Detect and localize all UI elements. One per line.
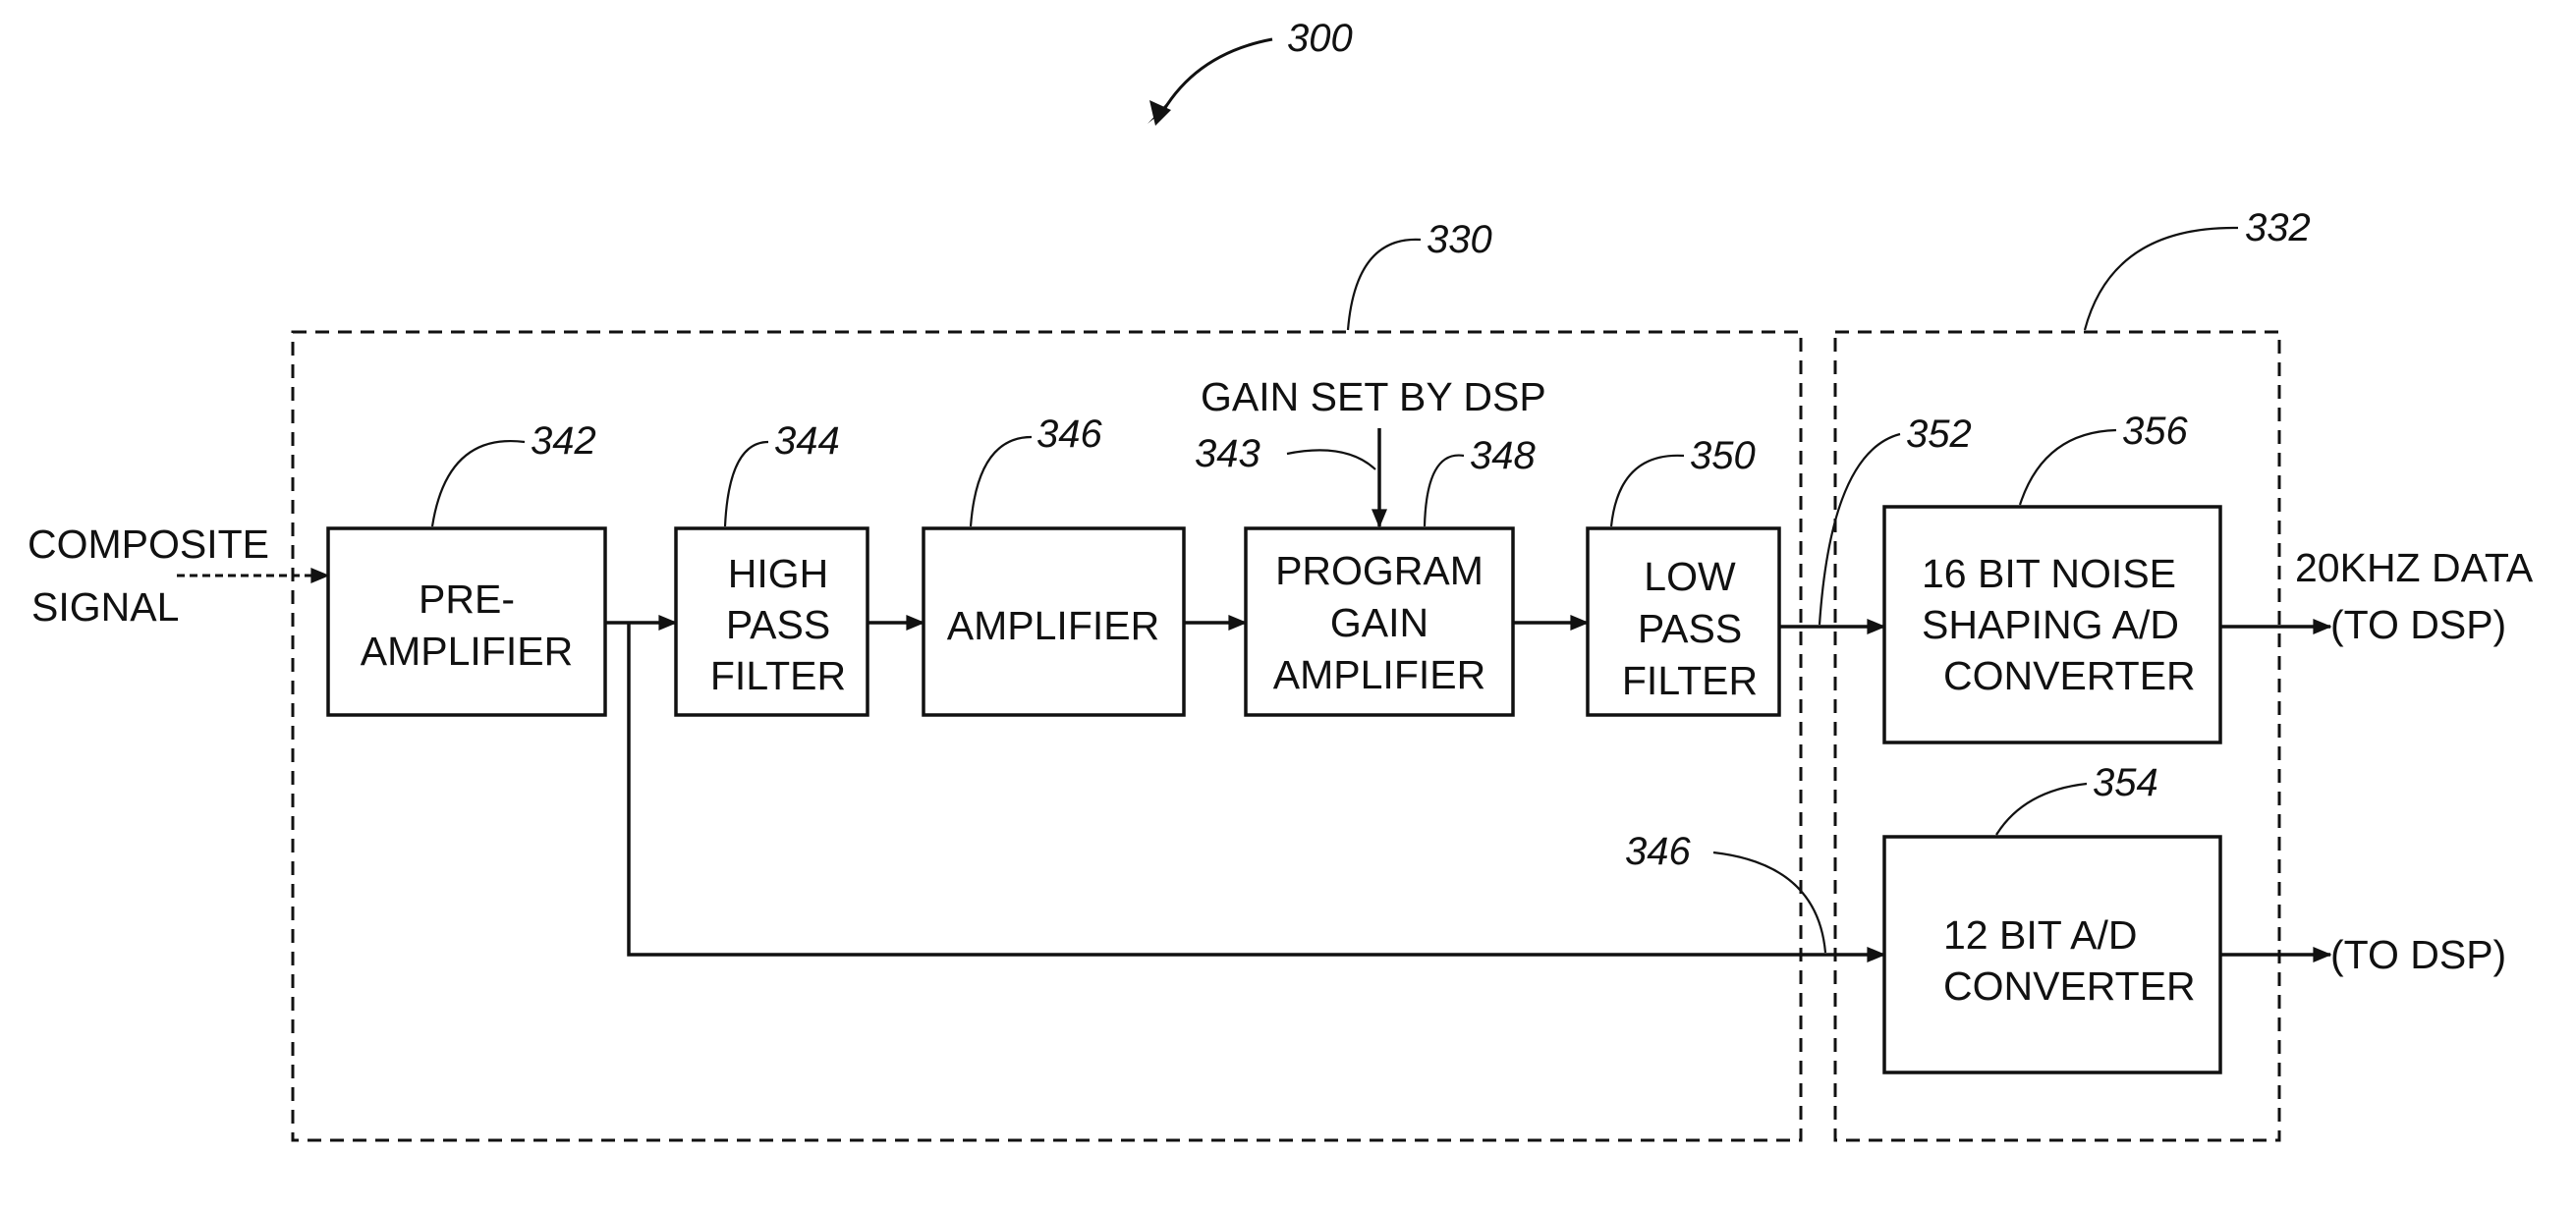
high-pass-filter-label-3: FILTER <box>710 653 846 698</box>
composite-signal-label-1: COMPOSITE <box>28 522 269 567</box>
program-gain-amplifier-label-3: AMPLIFIER <box>1273 652 1485 697</box>
adc12-label-2: CONVERTER <box>1943 963 2196 1009</box>
adc16-label-2: SHAPING A/D <box>1922 602 2179 647</box>
low-pass-filter-label-2: PASS <box>1638 606 1742 651</box>
adc12-label-1: 12 BIT A/D <box>1943 912 2138 958</box>
amplifier-leader <box>971 437 1032 526</box>
program-gain-amplifier-leader <box>1425 456 1464 526</box>
main-path-ref: 352 <box>1906 412 1972 456</box>
gain-set-ref: 343 <box>1195 432 1260 475</box>
high-pass-filter-leader <box>725 442 768 526</box>
low-pass-filter-ref: 350 <box>1690 434 1756 477</box>
adc12-ref: 354 <box>2093 761 2158 804</box>
analog-group-leader <box>1348 240 1421 330</box>
analog-group-ref: 330 <box>1427 218 1492 261</box>
adc16-output-label-1: 20KHZ DATA <box>2295 545 2534 590</box>
preamplifier-leader <box>432 441 525 526</box>
gain-set-label: GAIN SET BY DSP <box>1201 374 1546 419</box>
program-gain-amplifier-ref: 348 <box>1470 434 1536 477</box>
amplifier-ref: 346 <box>1036 412 1102 456</box>
high-pass-filter-label-2: PASS <box>726 602 830 647</box>
adc16-ref: 356 <box>2122 410 2188 453</box>
high-pass-filter-label-1: HIGH <box>728 551 829 596</box>
converter-group-ref: 332 <box>2245 206 2311 249</box>
adc12-output-label: (TO DSP) <box>2330 932 2506 977</box>
low-pass-filter-label-1: LOW <box>1644 554 1736 599</box>
program-gain-amplifier-label-2: GAIN <box>1330 600 1428 645</box>
preamplifier-label-1: PRE- <box>419 577 515 622</box>
preamplifier-label-2: AMPLIFIER <box>361 629 573 674</box>
adc12-leader <box>1996 784 2087 835</box>
figure-ref-arrow <box>1159 39 1272 118</box>
adc16-label-1: 16 BIT NOISE <box>1922 551 2176 596</box>
adc16-leader <box>2020 430 2116 505</box>
converter-group-leader <box>2085 228 2238 330</box>
low-pass-filter-label-3: FILTER <box>1622 658 1758 703</box>
high-pass-filter-ref: 344 <box>774 419 840 463</box>
bypass-path-leader <box>1713 852 1825 953</box>
figure-ref: 300 <box>1287 17 1353 60</box>
adc16-label-3: CONVERTER <box>1943 653 2196 698</box>
gain-set-leader <box>1287 450 1375 469</box>
low-pass-filter-leader <box>1611 456 1684 526</box>
preamplifier-block <box>328 528 605 715</box>
bypass-path-ref: 346 <box>1625 830 1691 873</box>
composite-signal-label-2: SIGNAL <box>31 584 179 630</box>
preamplifier-ref: 342 <box>531 419 596 463</box>
adc16-output-label-2: (TO DSP) <box>2330 602 2506 647</box>
program-gain-amplifier-label-1: PROGRAM <box>1275 548 1484 593</box>
amplifier-label: AMPLIFIER <box>947 603 1159 648</box>
